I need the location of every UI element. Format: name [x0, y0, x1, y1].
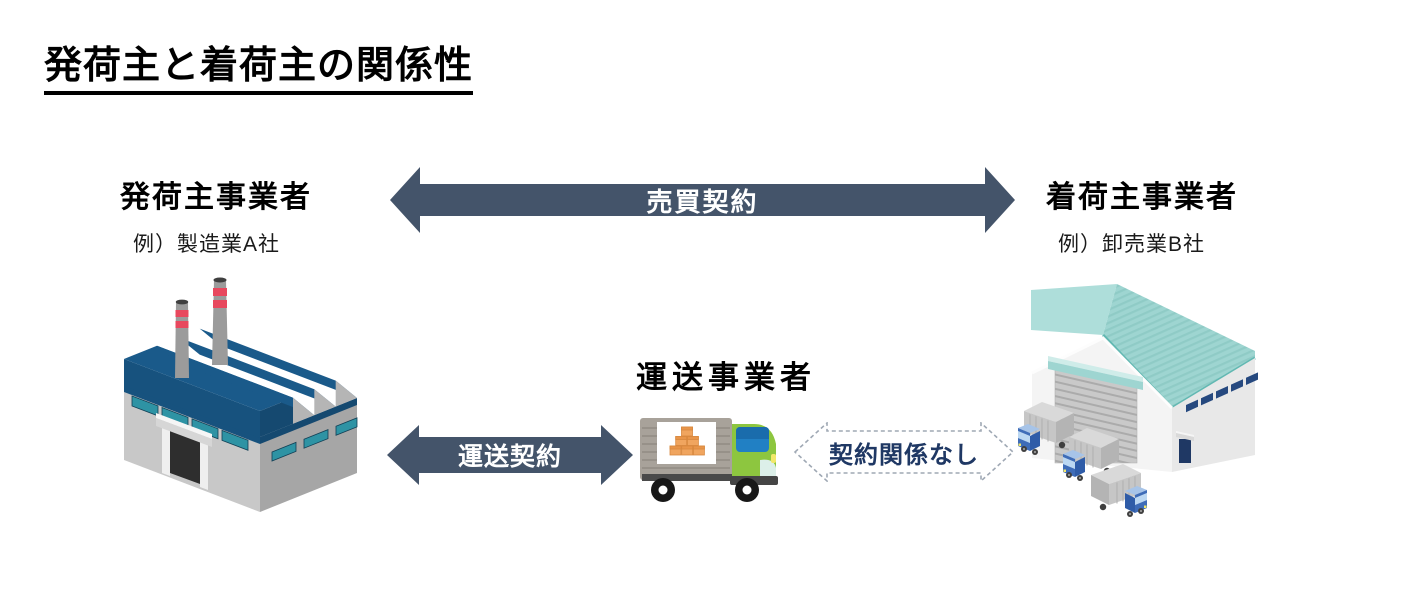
factory-icon — [124, 277, 358, 512]
warehouse-side-door-icon — [1176, 431, 1194, 463]
cargo-boxes-icon — [669, 426, 705, 456]
delivery-truck-icon — [640, 418, 778, 502]
shipper-label: 発荷主事業者 — [120, 181, 312, 214]
factory-windows — [131, 395, 249, 451]
consignee-label: 着荷主事業者 — [1046, 181, 1238, 214]
warehouse-windows — [1186, 372, 1258, 413]
chimney-icon — [175, 277, 228, 378]
carrier-label: 運送事業者 — [636, 360, 816, 395]
transport-contract-arrow: 運送契約 — [387, 425, 633, 485]
warehouse-icon — [1017, 284, 1258, 518]
double-arrow-icon — [390, 167, 1015, 233]
sales-contract-arrow: 売買契約 — [390, 167, 1015, 233]
consignee-example: 例）卸売業B社 — [1058, 233, 1206, 256]
shipper-example: 例）製造業A社 — [133, 233, 281, 256]
transport-contract-label: 運送契約 — [457, 443, 562, 471]
sales-contract-label: 売買契約 — [646, 186, 759, 217]
dashed-double-arrow-icon — [793, 422, 1015, 482]
page-title: 発荷主と着荷主の関係性 — [44, 45, 474, 95]
truck-wheels — [651, 478, 759, 502]
factory-door-icon — [156, 413, 212, 490]
no-contract-label: 契約関係なし — [829, 441, 979, 469]
double-arrow-icon — [387, 425, 633, 485]
no-contract-arrow: 契約関係なし — [793, 422, 1015, 482]
